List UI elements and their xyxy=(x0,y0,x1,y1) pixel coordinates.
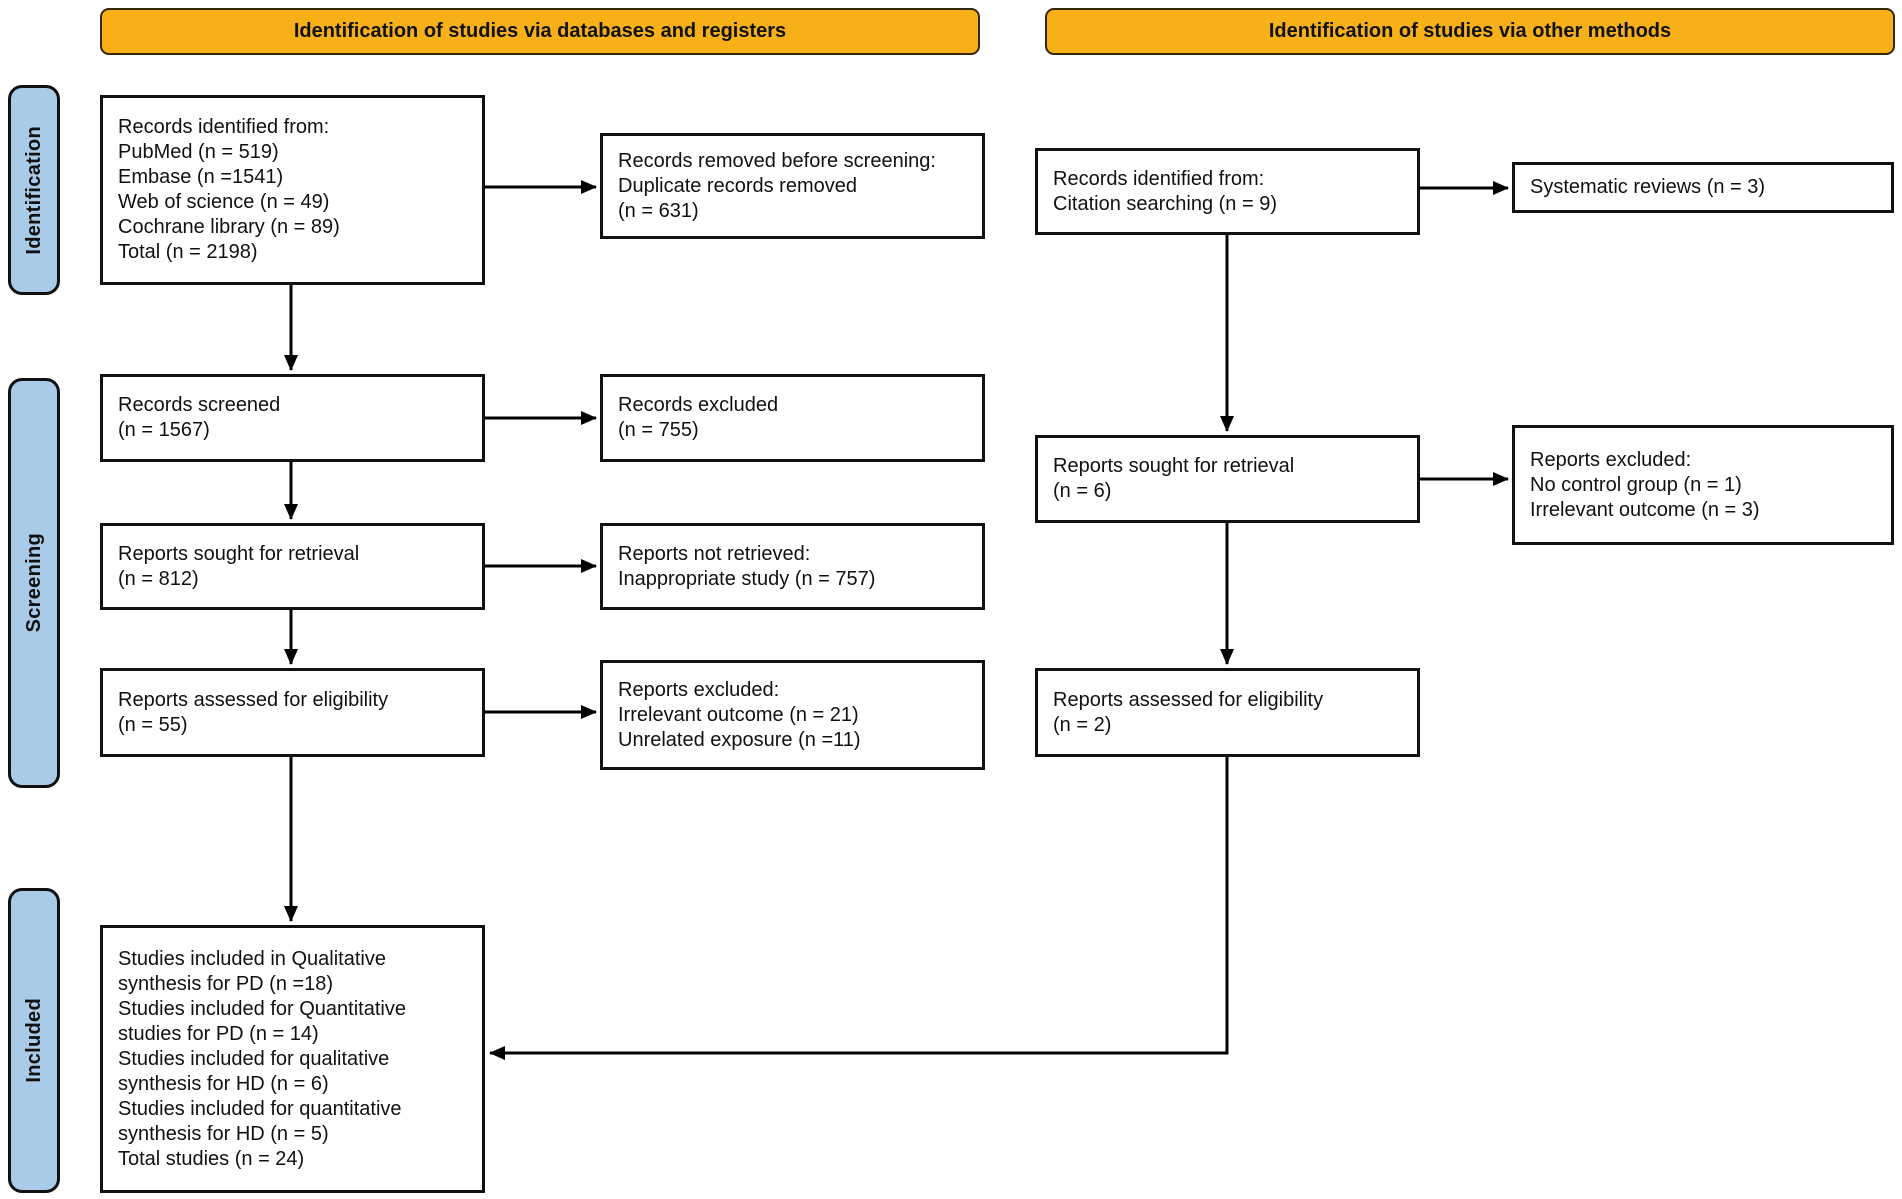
box-studies-included-text: Studies included in Qualitative synthesi… xyxy=(118,947,406,1170)
box-records-identified-citation-text: Records identified from: Citation search… xyxy=(1053,167,1278,215)
box-records-removed: Records removed before screening: Duplic… xyxy=(600,133,985,239)
stage-screening: Screening xyxy=(8,378,60,788)
box-reports-not-retrieved-text: Reports not retrieved: Inappropriate stu… xyxy=(618,542,876,590)
banner-other-methods-label: Identification of studies via other meth… xyxy=(1268,20,1672,42)
box-systematic-reviews: Systematic reviews (n = 3) xyxy=(1512,162,1894,213)
box-reports-assessed-databases-text: Reports assessed for eligibility (n = 55… xyxy=(118,688,389,736)
box-records-identified-databases-text: Records identified from: PubMed (n = 519… xyxy=(118,116,340,263)
arrow-assessed-other-to-included xyxy=(489,756,1229,1060)
box-records-excluded: Records excluded (n = 755) xyxy=(600,374,985,462)
banner-databases-registers-label: Identification of studies via databases … xyxy=(293,20,787,42)
stage-included-label: Included xyxy=(22,998,45,1083)
stage-identification-label: Identification xyxy=(22,125,45,255)
stage-screening-label: Screening xyxy=(22,533,45,633)
box-records-screened-text: Records screened (n = 1567) xyxy=(118,394,281,441)
box-records-screened: Records screened (n = 1567) xyxy=(100,374,485,462)
stage-identification: Identification xyxy=(8,85,60,295)
banner-databases-registers: Identification of studies via databases … xyxy=(100,8,980,55)
box-reports-assessed-other: Reports assessed for eligibility (n = 2) xyxy=(1035,668,1420,757)
box-reports-excluded-databases: Reports excluded: Irrelevant outcome (n … xyxy=(600,660,985,770)
box-records-removed-text: Records removed before screening: Duplic… xyxy=(618,149,936,222)
box-reports-sought-other-text: Reports sought for retrieval (n = 6) xyxy=(1053,455,1295,502)
box-reports-not-retrieved: Reports not retrieved: Inappropriate stu… xyxy=(600,523,985,610)
box-records-identified-citation: Records identified from: Citation search… xyxy=(1035,148,1420,235)
box-reports-sought-databases: Reports sought for retrieval (n = 812) xyxy=(100,523,485,610)
box-reports-excluded-databases-text: Reports excluded: Irrelevant outcome (n … xyxy=(618,678,861,751)
box-reports-sought-other: Reports sought for retrieval (n = 6) xyxy=(1035,435,1420,523)
stage-included: Included xyxy=(8,888,60,1193)
box-reports-sought-databases-text: Reports sought for retrieval (n = 812) xyxy=(118,542,360,590)
box-studies-included: Studies included in Qualitative synthesi… xyxy=(100,925,485,1193)
box-systematic-reviews-text: Systematic reviews (n = 3) xyxy=(1530,176,1766,198)
box-reports-assessed-other-text: Reports assessed for eligibility (n = 2) xyxy=(1053,688,1324,736)
box-reports-excluded-other: Reports excluded: No control group (n = … xyxy=(1512,425,1894,545)
box-records-identified-databases: Records identified from: PubMed (n = 519… xyxy=(100,95,485,285)
box-records-excluded-text: Records excluded (n = 755) xyxy=(618,394,779,441)
box-reports-assessed-databases: Reports assessed for eligibility (n = 55… xyxy=(100,668,485,757)
box-reports-excluded-other-text: Reports excluded: No control group (n = … xyxy=(1530,448,1760,521)
banner-other-methods: Identification of studies via other meth… xyxy=(1045,8,1895,55)
